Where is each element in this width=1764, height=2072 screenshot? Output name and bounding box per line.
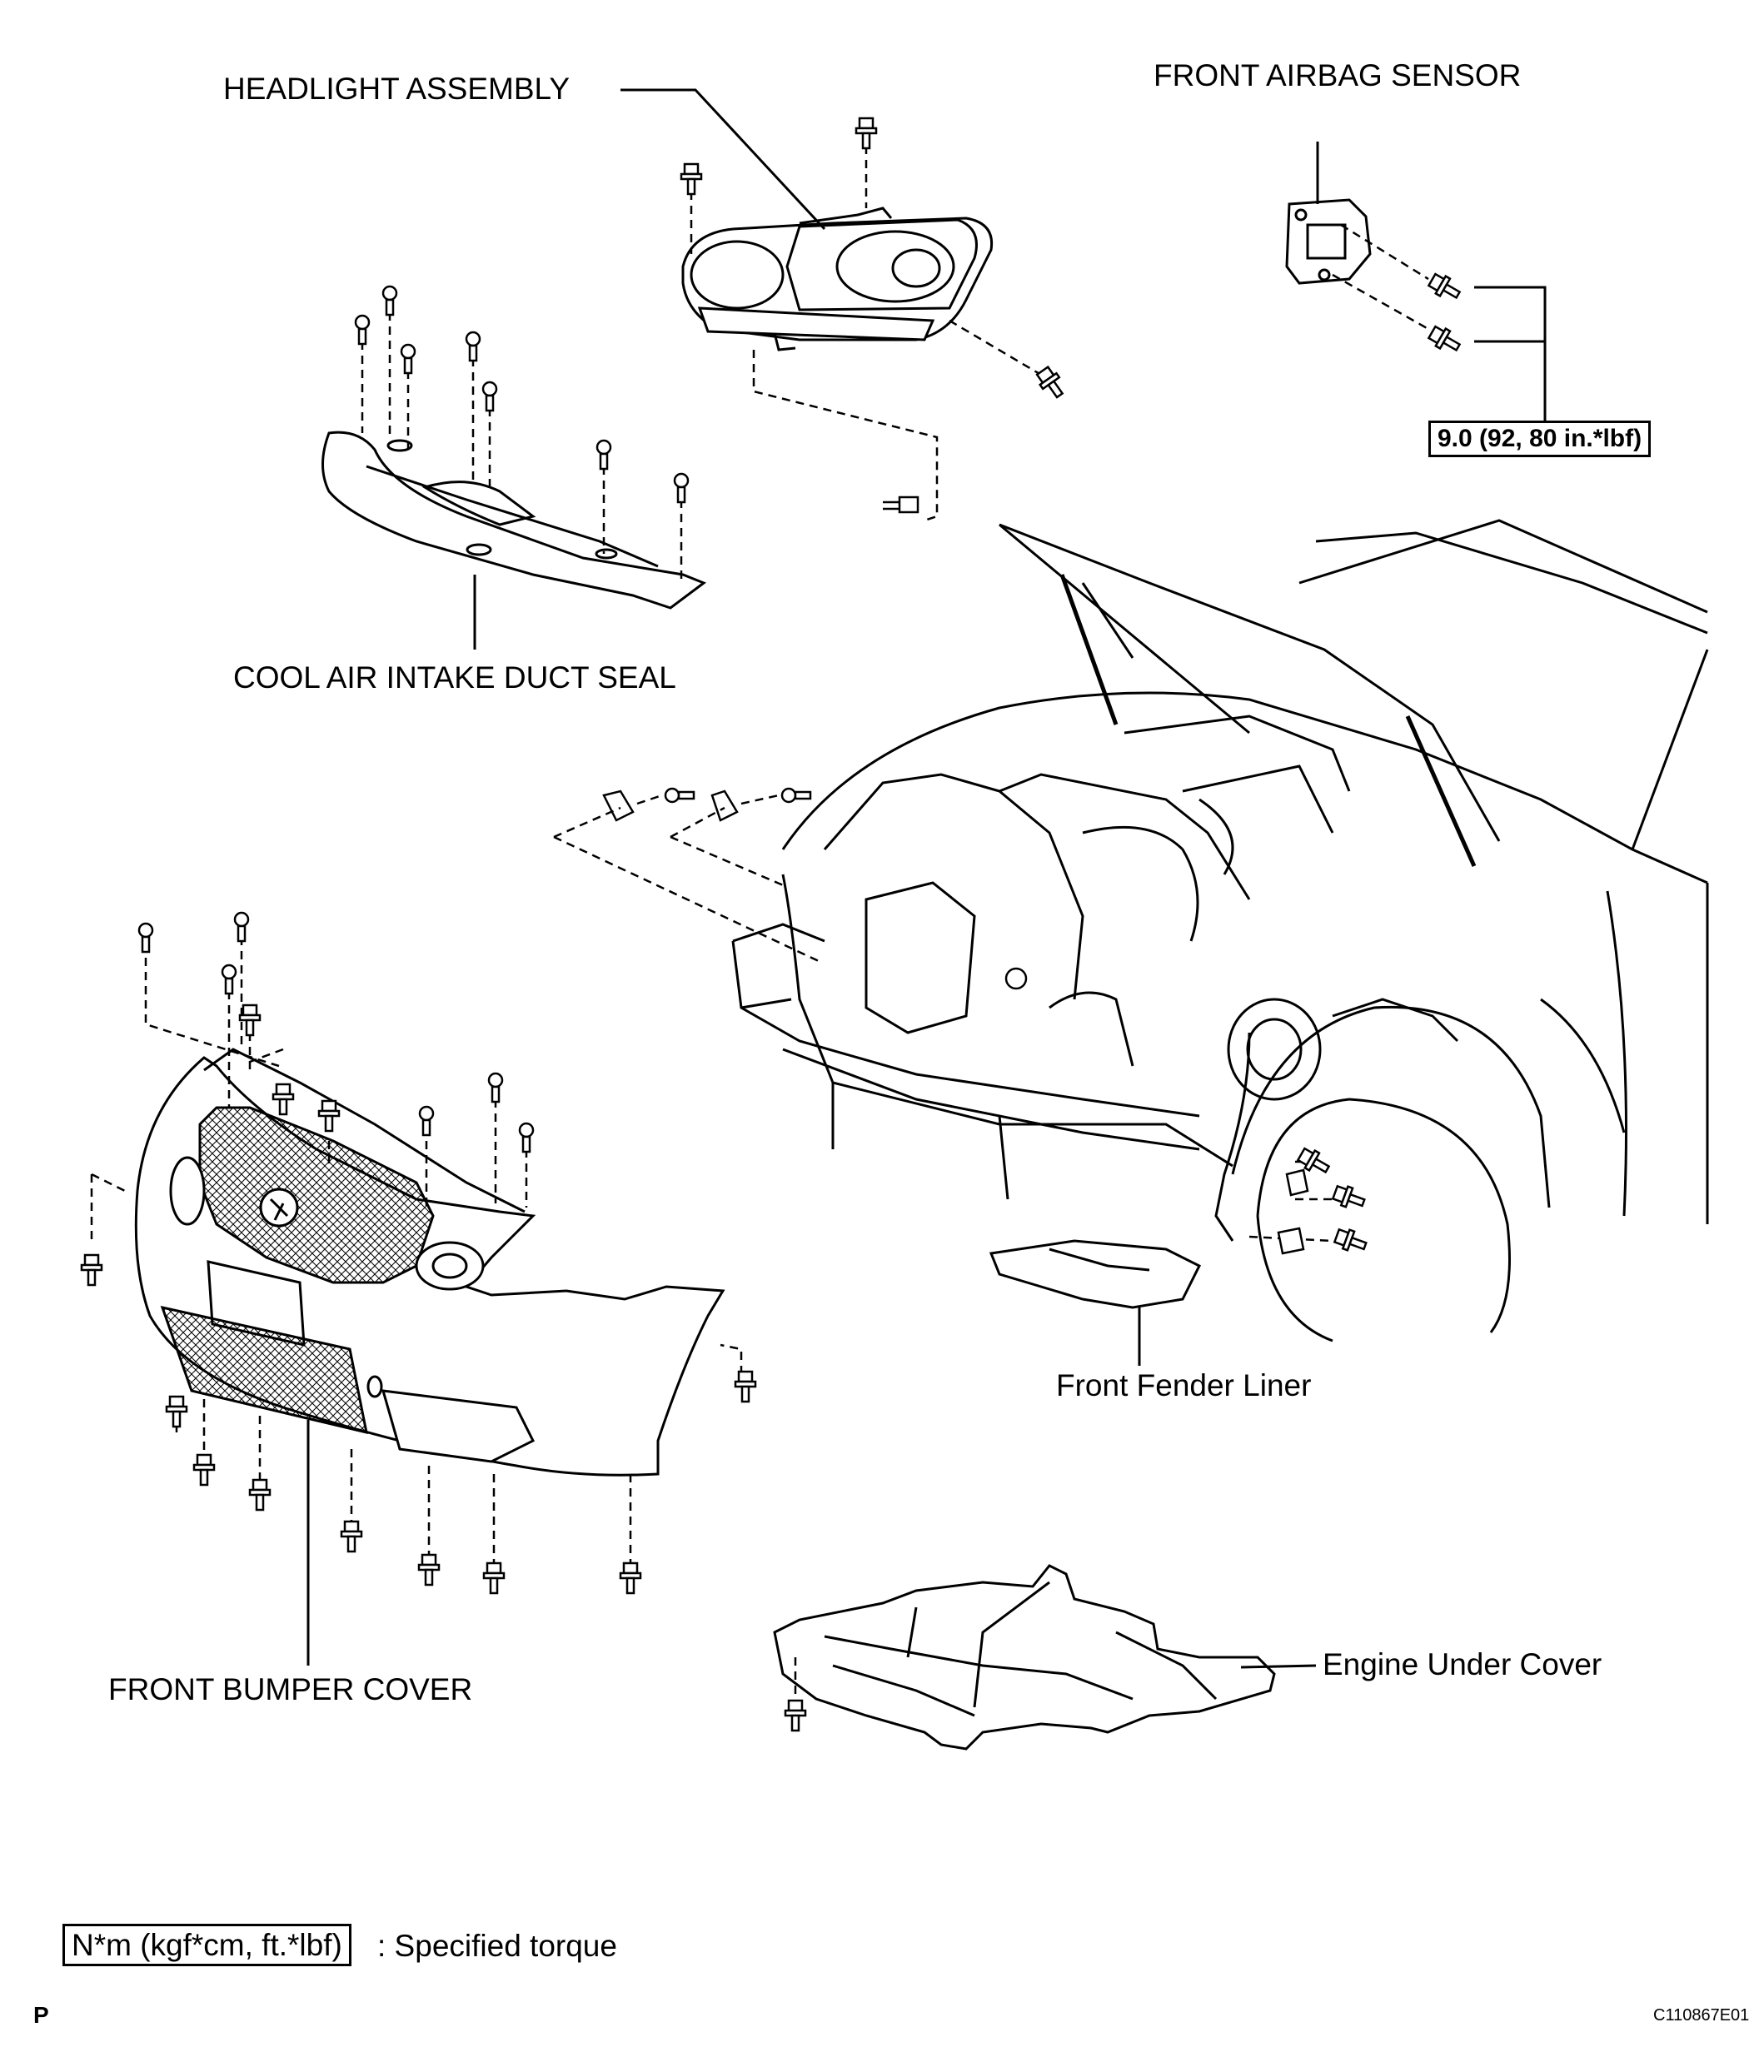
label-front-bumper-cover: FRONT BUMPER COVER: [108, 1672, 473, 1706]
front-fender-liner-part: [989, 1239, 1202, 1309]
headlight-bolt-icon: [680, 162, 703, 196]
footer-left-mark: P: [33, 2002, 49, 2028]
vehicle-front-body: [731, 519, 1709, 1342]
headlight-fastener-lines: [690, 146, 1042, 522]
bumper-bolt-icon: [192, 1453, 216, 1487]
airbag-sensor-bolt-icon: [1426, 270, 1464, 305]
label-front-airbag-sensor: FRONT AIRBAG SENSOR: [1154, 58, 1522, 92]
fender-bolt-icon: [1332, 1225, 1370, 1257]
bumper-bolt-icon: [317, 1099, 341, 1133]
bumper-bolt-icon: [734, 1370, 757, 1403]
bracket-clip-icon: [780, 787, 812, 804]
bumper-clip-icon: [233, 911, 250, 943]
label-front-fender-liner: Front Fender Liner: [1056, 1368, 1312, 1402]
bumper-clip-icon: [221, 964, 237, 995]
duct-seal-clip-icon: [400, 343, 416, 375]
duct-seal-clip-icon: [673, 472, 690, 504]
bumper-bolt-icon: [619, 1561, 642, 1595]
cool-air-intake-duct-seal-part: [321, 431, 707, 610]
bumper-clip-icon: [518, 1122, 535, 1153]
duct-seal-clip-icon: [465, 331, 481, 362]
fender-bolt-icon: [1330, 1182, 1368, 1213]
duct-seal-clip-icon: [354, 314, 371, 346]
bumper-clip-icon: [487, 1072, 504, 1103]
duct-seal-fastener-lines: [361, 312, 683, 583]
label-cool-air-intake-duct-seal: COOL AIR INTAKE DUCT SEAL: [233, 660, 676, 695]
bumper-bracket-part: [602, 789, 739, 822]
airbag-sensor-part: [1285, 198, 1372, 285]
bumper-bolt-icon: [272, 1083, 295, 1116]
bumper-bolt-icon: [80, 1253, 103, 1287]
bumper-clip-icon: [418, 1105, 435, 1137]
bumper-bolt-icon: [238, 1004, 262, 1037]
legend-torque-unit-box: N*m (kgf*cm, ft.*lbf): [62, 1924, 351, 1966]
bumper-clip-icon: [137, 922, 154, 954]
headlight-bolt-icon: [855, 117, 878, 150]
bumper-bolt-icon: [417, 1553, 441, 1586]
front-bumper-cover-part: [134, 1048, 725, 1477]
airbag-sensor-leader-lines: [1316, 142, 1547, 421]
torque-spec-airbag-sensor: 9.0 (92, 80 in.*lbf): [1428, 421, 1652, 457]
bracket-clip-icon: [664, 787, 695, 804]
headlight-clip-icon: [883, 496, 919, 514]
label-engine-under-cover: Engine Under Cover: [1323, 1647, 1602, 1681]
engine-under-cover-part: [773, 1564, 1276, 1751]
headlight-leader-line: [620, 88, 826, 231]
legend-description: : Specified torque: [377, 1929, 617, 1963]
duct-seal-clip-icon: [595, 439, 612, 471]
airbag-sensor-bolt-icon: [1426, 322, 1464, 357]
under-cover-bolt-icon: [784, 1699, 807, 1732]
headlight-assembly: [681, 207, 994, 351]
bumper-bolt-icon: [165, 1395, 188, 1428]
duct-seal-clip-icon: [481, 381, 498, 412]
bumper-bolt-icon: [482, 1561, 506, 1595]
bumper-bolt-icon: [340, 1520, 363, 1553]
label-headlight-assembly: HEADLIGHT ASSEMBLY: [223, 72, 571, 106]
duct-seal-clip-icon: [381, 285, 398, 316]
figure-code: C110867E01: [1653, 2006, 1750, 2025]
bumper-bolt-icon: [248, 1478, 272, 1512]
headlight-bolt-icon: [1033, 364, 1069, 402]
